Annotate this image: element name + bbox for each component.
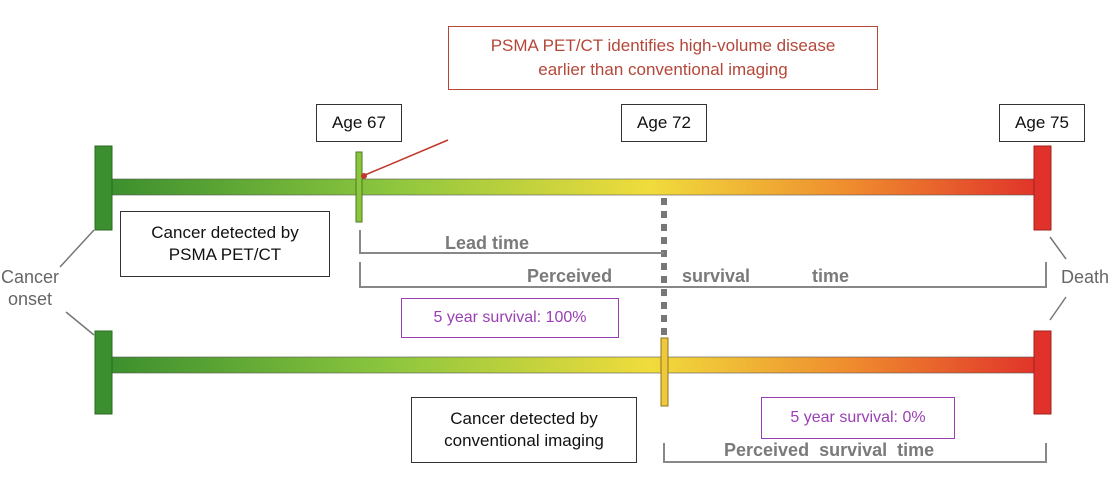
callout-line-2: earlier than conventional imaging bbox=[538, 60, 788, 79]
lead-time-bracket bbox=[359, 230, 664, 254]
callout-line-1: PSMA PET/CT identifies high-volume disea… bbox=[490, 36, 836, 55]
top-perceived-survival-bracket bbox=[359, 262, 1047, 288]
bottom-perceived-survival-bracket bbox=[663, 443, 1047, 463]
top-survival-word: survival bbox=[682, 266, 751, 286]
bottom-perceived-survival-label: Perceived survival time bbox=[724, 440, 935, 460]
top-survival-rate-box: 5 year survival: 100% bbox=[401, 298, 619, 338]
cancer-onset-label: Cancer onset bbox=[0, 267, 60, 309]
top-death-marker bbox=[1033, 145, 1052, 231]
bottom-death-marker bbox=[1033, 330, 1052, 415]
age-67-label: Age 67 bbox=[316, 104, 402, 142]
lead-time-label: Lead time bbox=[445, 233, 530, 253]
conventional-detection-box: Cancer detected by conventional imaging bbox=[411, 397, 637, 463]
top-timeline-bar bbox=[109, 178, 1041, 196]
top-perceived-word: Perceived bbox=[527, 266, 613, 286]
age-72-label: Age 72 bbox=[621, 104, 707, 142]
bottom-survival-rate-box: 5 year survival: 0% bbox=[761, 397, 955, 439]
callout-arrow bbox=[364, 139, 449, 176]
bottom-onset-marker bbox=[94, 330, 113, 415]
onset-connector-bottom bbox=[65, 311, 95, 336]
onset-connector-top bbox=[59, 229, 95, 268]
psma-detection-box: Cancer detected by PSMA PET/CT bbox=[120, 211, 330, 277]
psma-callout-box: PSMA PET/CT identifies high-volume disea… bbox=[448, 26, 878, 90]
top-onset-marker bbox=[94, 145, 113, 231]
death-label: Death bbox=[1060, 267, 1110, 287]
top-time-word: time bbox=[812, 266, 850, 286]
bottom-timeline-bar bbox=[109, 356, 1041, 374]
conventional-detection-tick bbox=[660, 337, 669, 407]
death-connector-bottom bbox=[1049, 296, 1067, 321]
age-75-label: Age 75 bbox=[999, 104, 1085, 142]
death-connector-top bbox=[1049, 236, 1067, 260]
psma-detection-tick bbox=[355, 151, 363, 223]
callout-arrow-tip bbox=[361, 173, 367, 179]
